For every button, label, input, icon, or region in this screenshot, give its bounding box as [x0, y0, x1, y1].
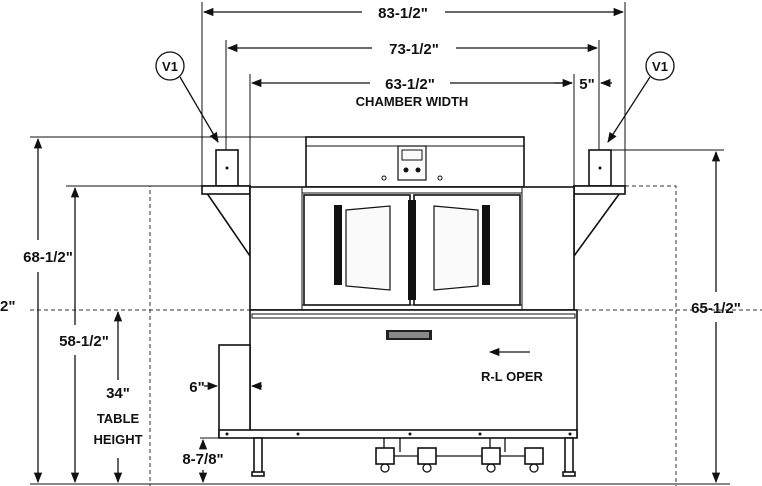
dim-overall-width-label: 83-1/2" [378, 5, 428, 22]
dim-65-group: 65-1/2" [611, 149, 741, 484]
dim-leg-label: 8-7/8" [182, 451, 223, 468]
control-panel [397, 145, 427, 181]
vent-callout-right: V1 [607, 51, 675, 143]
dim-68-group: 68-1/2" [23, 136, 306, 484]
dim-58-group: 58-1/2" [59, 185, 202, 484]
table-height-caption-2: HEIGHT [93, 432, 142, 447]
dim-34-group: 34" TABLE HEIGHT [93, 310, 143, 484]
dim-58-label: 58-1/2" [59, 333, 109, 350]
dim-34-label: 34" [106, 385, 130, 402]
dim-6-label: 6" [189, 379, 204, 396]
dim-left-cut-label: 2" [0, 298, 15, 315]
dim-83-group: 83-1/2" [201, 2, 626, 186]
dim-5-group: 5" [554, 76, 612, 93]
dim-73-label: 73-1/2" [389, 41, 439, 58]
vent-callout-right-label: V1 [652, 59, 668, 74]
plumbing-fittings [375, 438, 544, 473]
chamber-width-caption: CHAMBER WIDTH [356, 94, 469, 109]
dishwasher-machine: R-L OPER [200, 136, 627, 477]
table-height-caption-1: TABLE [97, 411, 140, 426]
vent-callout-left: V1 [155, 51, 219, 143]
dim-leg-group: 8-7/8" [182, 437, 224, 484]
vent-callout-left-label: V1 [162, 59, 178, 74]
dim-68-label: 68-1/2" [23, 249, 73, 266]
dim-65-label: 65-1/2" [691, 300, 741, 317]
dim-5-label: 5" [579, 76, 594, 93]
dim-6-group: 6" [189, 379, 262, 396]
operation-direction-label: R-L OPER [481, 369, 543, 384]
dim-chamber-width-label: 63-1/2" [385, 76, 435, 93]
dim-73-group: 73-1/2" [225, 40, 600, 150]
side-extension-box [218, 344, 251, 438]
